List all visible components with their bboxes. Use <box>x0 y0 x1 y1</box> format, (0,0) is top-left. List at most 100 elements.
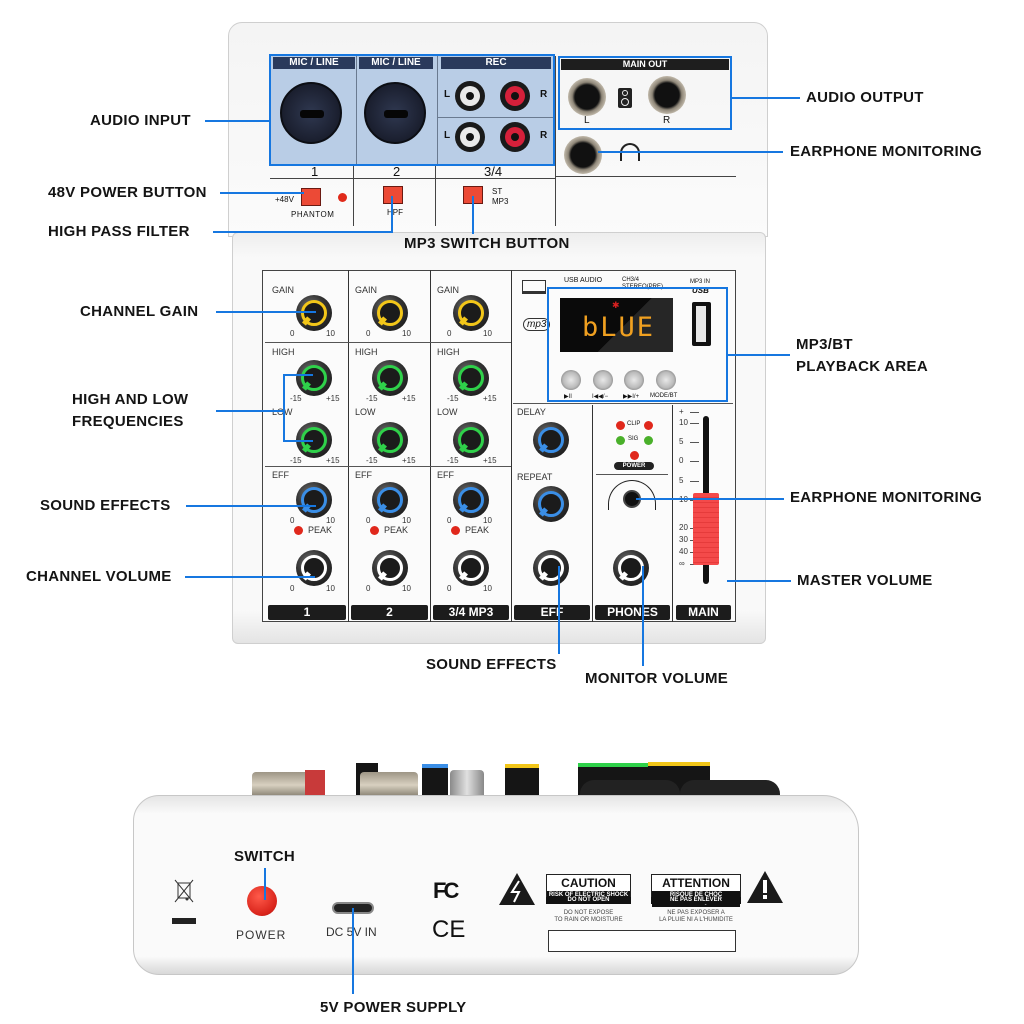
master-fader-knob[interactable] <box>693 492 719 565</box>
callout-sound-effects-bottom: SOUND EFFECTS <box>426 656 557 673</box>
attention-line2: NE PAS ENLEVER <box>651 897 741 904</box>
play-pause-button[interactable] <box>561 370 581 390</box>
rca-jack-1r[interactable] <box>500 81 530 111</box>
fader-scale-line <box>690 442 699 443</box>
channel-1-volume-knob[interactable] <box>296 550 332 586</box>
channel-2-volume-knob[interactable] <box>372 550 408 586</box>
callout-line <box>283 440 313 442</box>
usb-audio-label: USB AUDIO <box>564 277 603 284</box>
channel-3-high-knob[interactable] <box>453 360 489 396</box>
rear-quarter-jack <box>360 772 418 798</box>
led-display: ✱ bLUE <box>560 298 673 352</box>
callout-line <box>264 868 266 900</box>
input-header-1: MIC / LINE <box>273 57 355 69</box>
callout-line <box>732 97 800 99</box>
channel-2-strip-label: 2 <box>351 605 428 620</box>
callout-line <box>642 566 644 666</box>
headphone-jack-top[interactable] <box>564 136 602 174</box>
fader-scale-tick: 10 <box>679 418 688 427</box>
channel-2-gain-knob[interactable] <box>372 295 408 331</box>
peak-led <box>451 526 460 535</box>
repeat-knob[interactable] <box>533 486 569 522</box>
gain-label: GAIN <box>437 285 460 295</box>
hpf-button[interactable] <box>383 186 403 204</box>
dc-5v-label: DC 5V IN <box>326 925 377 939</box>
channel-3-gain-knob[interactable] <box>453 295 489 331</box>
scale-max: +15 <box>402 394 416 403</box>
peak-led <box>294 526 303 535</box>
delay-knob[interactable] <box>533 422 569 458</box>
usb-port[interactable] <box>692 302 711 346</box>
electric-shock-warning-icon <box>498 872 536 911</box>
scale-max: 10 <box>402 516 411 525</box>
phones-strip-label: PHONES <box>595 605 670 620</box>
xlr-combo-jack-1[interactable] <box>280 82 342 144</box>
scale-max: 10 <box>326 584 335 593</box>
scale-min: 0 <box>447 584 452 593</box>
scale-min: -15 <box>290 456 302 465</box>
column-divider <box>430 270 431 622</box>
main-out-r-jack[interactable] <box>648 76 686 114</box>
eff-volume-knob[interactable] <box>533 550 569 586</box>
scale-min: 0 <box>366 516 371 525</box>
channel-1-high-knob[interactable] <box>296 360 332 396</box>
input-divider <box>437 56 438 164</box>
callout-high-low-2: FREQUENCIES <box>72 413 184 430</box>
st-label: ST <box>492 187 503 196</box>
input-number-34: 3/4 <box>484 164 503 179</box>
callout-line <box>558 566 560 654</box>
xlr-combo-jack-2[interactable] <box>364 82 426 144</box>
channel-2-low-knob[interactable] <box>372 422 408 458</box>
power-switch[interactable] <box>247 886 277 916</box>
prev-button[interactable] <box>593 370 613 390</box>
attention-note2: LA PLUIE NI A L'HUMIDITE <box>659 917 733 923</box>
rca-jack-2l[interactable] <box>455 122 485 152</box>
main-strip-label: MAIN <box>676 605 731 620</box>
weee-bar <box>172 918 196 924</box>
high-label: HIGH <box>355 347 378 357</box>
row-divider <box>265 466 511 467</box>
scale-min: 0 <box>366 584 371 593</box>
main-out-l-jack[interactable] <box>568 78 606 116</box>
bluetooth-indicator: ✱ <box>612 300 620 310</box>
callout-sound-effects-left: SOUND EFFECTS <box>40 497 171 514</box>
callout-high-pass-filter: HIGH PASS FILTER <box>48 223 190 240</box>
callout-line <box>186 505 316 507</box>
rear-red-button <box>305 770 325 796</box>
phantom-led <box>338 193 347 202</box>
channel-2-eff-knob[interactable] <box>372 482 408 518</box>
next-button[interactable] <box>624 370 644 390</box>
caution-note2: TO RAIN OR MOISTURE <box>554 917 623 923</box>
phantom-48v-button[interactable] <box>301 188 321 206</box>
input-header-rec: REC <box>441 57 551 69</box>
channel-1-gain-knob[interactable] <box>296 295 332 331</box>
mp3-bt-highlight <box>547 287 728 402</box>
rec-divider <box>438 117 553 118</box>
mode-bt-button[interactable] <box>656 370 676 390</box>
callout-line <box>220 192 304 194</box>
callout-line <box>598 151 783 153</box>
rca-jack-1l[interactable] <box>455 81 485 111</box>
channel-3-low-knob[interactable] <box>453 422 489 458</box>
caution-line2: DO NOT OPEN <box>546 897 631 904</box>
scale-max: 10 <box>483 329 492 338</box>
rear-blue-knob <box>422 764 448 796</box>
input-header-2: MIC / LINE <box>359 57 433 69</box>
rca-jack-2r[interactable] <box>500 122 530 152</box>
phantom-48v-label: +48V <box>275 195 294 204</box>
fader-scale-line <box>690 481 699 482</box>
top-row-divider <box>270 178 555 179</box>
channel-3-eff-knob[interactable] <box>453 482 489 518</box>
power-label: POWER <box>236 928 287 942</box>
audio-output-highlight <box>558 56 732 130</box>
callout-line <box>727 580 791 582</box>
channel-2-high-knob[interactable] <box>372 360 408 396</box>
channel-3-volume-knob[interactable] <box>453 550 489 586</box>
mp3-in-label: MP3 IN <box>690 279 711 285</box>
callout-line <box>636 498 784 500</box>
channel-1-eff-knob[interactable] <box>296 482 332 518</box>
peak-label: PEAK <box>465 525 490 535</box>
high-label: HIGH <box>437 347 460 357</box>
scale-max: 10 <box>483 516 492 525</box>
caution-note1: DO NOT EXPOSE <box>563 910 614 916</box>
